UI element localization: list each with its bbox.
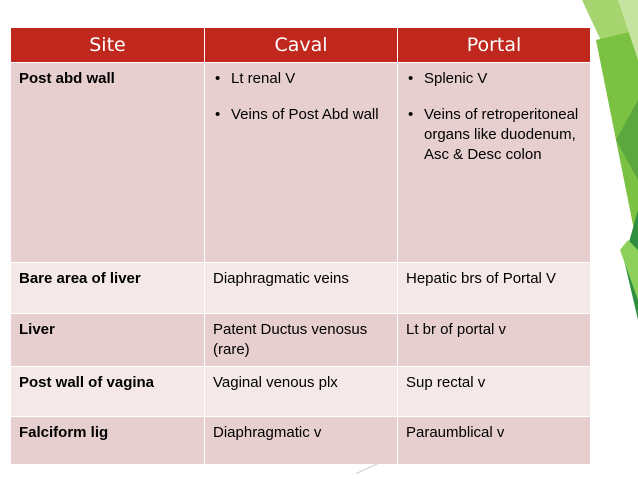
list-item: Veins of retroperitoneal organs like duo… bbox=[406, 105, 582, 165]
site-cell: Falciform lig bbox=[10, 416, 205, 465]
caval-cell: Diaphragmatic veins bbox=[204, 262, 398, 314]
green-decoration bbox=[568, 0, 638, 479]
header-portal: Portal bbox=[397, 27, 591, 63]
portal-cell: Hepatic brs of Portal V bbox=[397, 262, 591, 314]
caval-cell: Vaginal venous plx bbox=[204, 366, 398, 417]
header-row: Site Caval Portal bbox=[10, 27, 591, 63]
portal-cell: Lt br of portal v bbox=[397, 313, 591, 367]
site-cell: Post abd wall bbox=[10, 62, 205, 263]
site-cell: Bare area of liver bbox=[10, 262, 205, 314]
site-cell: Post wall of vagina bbox=[10, 366, 205, 417]
portal-cell: Paraumblical v bbox=[397, 416, 591, 465]
table-row: Post abd wall Lt renal V Veins of Post A… bbox=[10, 62, 591, 263]
caval-cell: Lt renal V Veins of Post Abd wall bbox=[204, 62, 398, 263]
table-row: Falciform lig Diaphragmatic v Paraumblic… bbox=[10, 416, 591, 465]
header-site: Site bbox=[10, 27, 205, 63]
list-item: Splenic V bbox=[406, 69, 582, 89]
header-caval: Caval bbox=[204, 27, 398, 63]
table-row: Liver Patent Ductus venosus (rare) Lt br… bbox=[10, 313, 591, 367]
table-row: Bare area of liver Diaphragmatic veins H… bbox=[10, 262, 591, 314]
list-item: Lt renal V bbox=[213, 69, 389, 89]
site-cell: Liver bbox=[10, 313, 205, 367]
table-row: Post wall of vagina Vaginal venous plx S… bbox=[10, 366, 591, 417]
list-item: Veins of Post Abd wall bbox=[213, 105, 389, 125]
caval-cell: Patent Ductus venosus (rare) bbox=[204, 313, 398, 367]
comparison-table-wrapper: Site Caval Portal Post abd wall Lt renal… bbox=[10, 27, 591, 465]
portocaval-table: Site Caval Portal Post abd wall Lt renal… bbox=[10, 27, 591, 465]
portal-cell: Sup rectal v bbox=[397, 366, 591, 417]
caval-cell: Diaphragmatic v bbox=[204, 416, 398, 465]
portal-cell: Splenic V Veins of retroperitoneal organ… bbox=[397, 62, 591, 263]
